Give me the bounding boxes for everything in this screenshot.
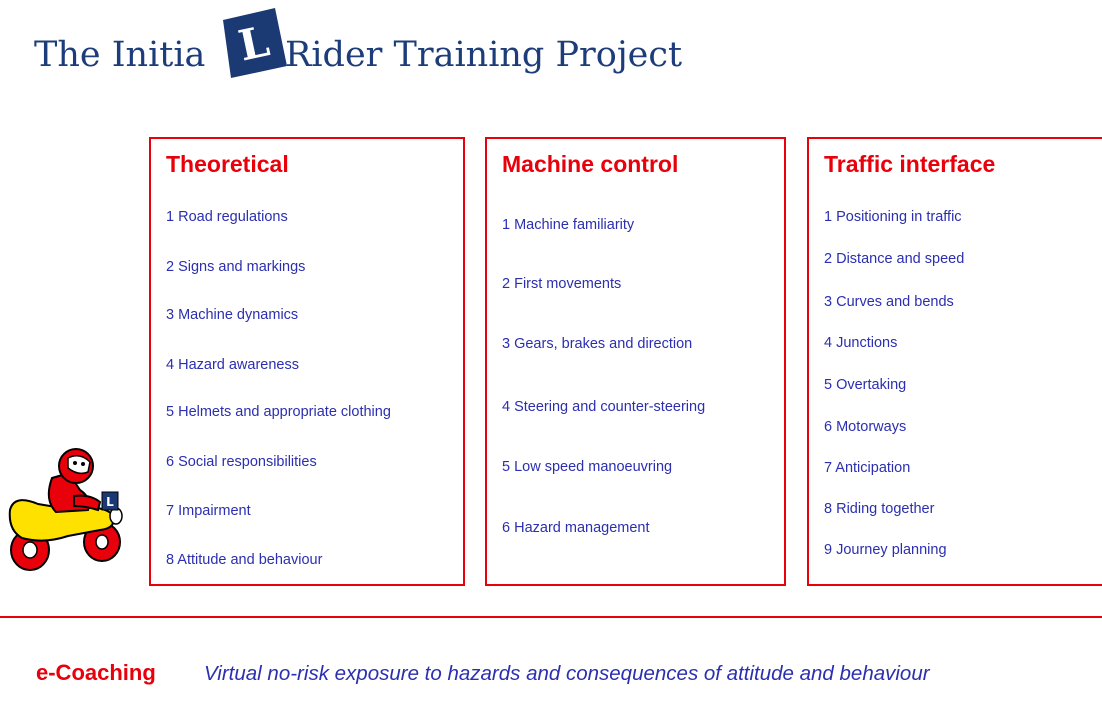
machine-control-item: 2 First movements (502, 276, 622, 292)
theoretical-item: 3 Machine dynamics (166, 307, 299, 323)
theoretical-item: 5 Helmets and appropriate clothing (166, 404, 391, 420)
theoretical-box: Theoretical 1 Road regulations 2 Signs a… (149, 137, 465, 586)
ecoaching-box: e-Coaching Virtual no-risk exposure to h… (0, 616, 1102, 711)
traffic-interface-item: 4 Junctions (824, 335, 898, 351)
title-part-1: The Initia (34, 35, 206, 75)
traffic-interface-item: 1 Positioning in traffic (824, 209, 962, 225)
machine-control-item: 5 Low speed manoeuvring (502, 459, 673, 475)
traffic-interface-item: 5 Overtaking (824, 377, 907, 393)
machine-control-item: 3 Gears, brakes and direction (502, 336, 693, 352)
theoretical-item: 7 Impairment (166, 503, 251, 519)
traffic-interface-item: 8 Riding together (824, 501, 935, 517)
ecoaching-description: Virtual no-risk exposure to hazards and … (204, 662, 930, 685)
traffic-interface-item: 2 Distance and speed (824, 251, 965, 267)
traffic-interface-item: 3 Curves and bends (824, 294, 954, 310)
machine-control-item: 6 Hazard management (502, 520, 650, 536)
traffic-interface-item: 9 Journey planning (824, 542, 947, 558)
ecoaching-label: e-Coaching (36, 660, 156, 685)
machine-control-item: 4 Steering and counter-steering (502, 399, 706, 415)
theoretical-heading: Theoretical (166, 151, 289, 177)
machine-control-item: 1 Machine familiarity (502, 217, 635, 233)
machine-control-heading: Machine control (502, 151, 679, 177)
theoretical-item: 2 Signs and markings (166, 259, 306, 275)
motorcycle-rider-mascot-icon: L (8, 448, 123, 571)
traffic-interface-item: 7 Anticipation (824, 460, 911, 476)
traffic-interface-item: 6 Motorways (824, 419, 907, 435)
theoretical-item: 4 Hazard awareness (166, 357, 299, 373)
theoretical-item: 6 Social responsibilities (166, 454, 317, 470)
machine-control-box: Machine control 1 Machine familiarity 2 … (485, 137, 786, 586)
title-part-2: Rider Training Project (285, 35, 683, 75)
traffic-interface-heading: Traffic interface (824, 151, 996, 177)
theoretical-item: 1 Road regulations (166, 209, 288, 225)
svg-text:L: L (106, 495, 114, 509)
theoretical-item: 8 Attitude and behaviour (166, 552, 323, 568)
l-plate-logo-icon: L (223, 8, 287, 78)
traffic-interface-box: Traffic interface 1 Positioning in traff… (807, 137, 1102, 586)
